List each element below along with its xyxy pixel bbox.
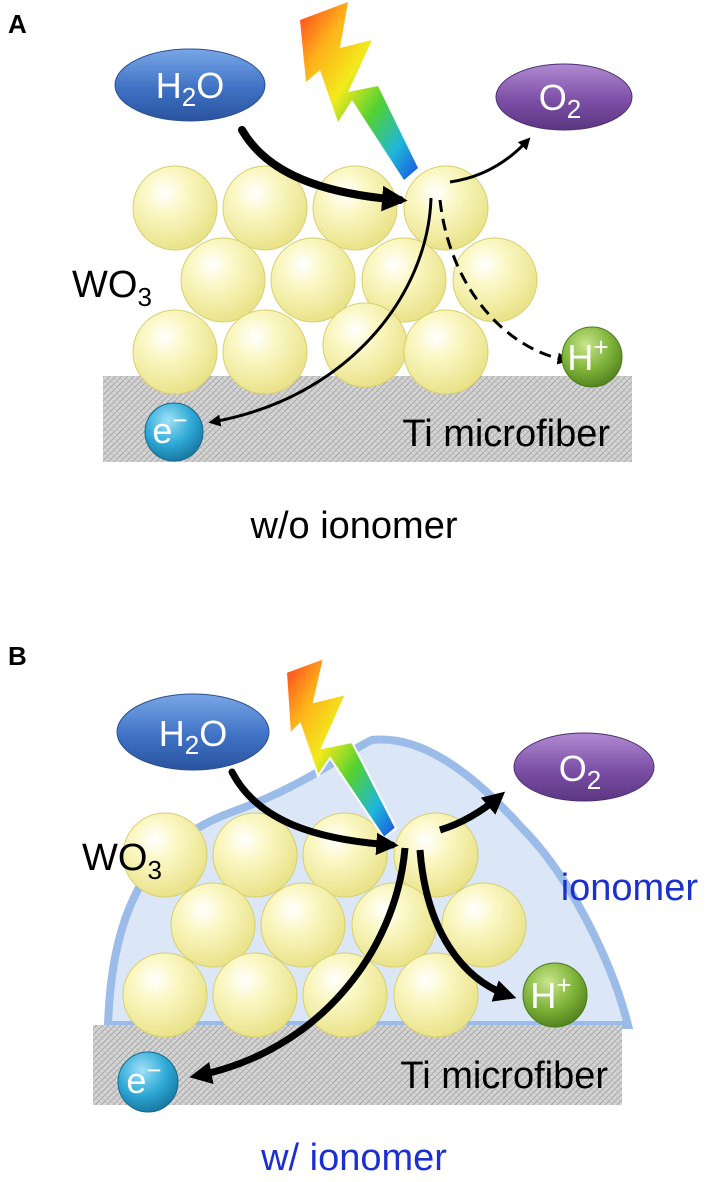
electron-ball: e−	[144, 402, 204, 462]
caption: w/o ionomer	[250, 505, 458, 547]
wo3-label: WO3	[72, 264, 152, 312]
proton-dashed-arrow	[438, 199, 570, 365]
wo3-particle	[132, 309, 218, 395]
wo3-particle	[132, 165, 218, 251]
wo3-particle	[312, 165, 398, 251]
h2o-label: H2O	[159, 713, 227, 760]
electron-arrow	[208, 197, 433, 427]
lightning-bolt-icon	[300, 2, 418, 180]
proton-ball: H+	[522, 962, 588, 1028]
h2o-label: H2O	[156, 65, 224, 112]
o2-molecule: O2	[495, 63, 633, 131]
wo3-particle	[393, 952, 479, 1038]
wo3-particle	[260, 882, 346, 968]
o2-molecule: O2	[513, 732, 655, 802]
wo3-particle	[270, 237, 356, 323]
wo3-particle	[222, 309, 308, 395]
ionomer-label: ionomer	[561, 867, 699, 909]
o2-out-arrow	[438, 791, 506, 834]
electron-arrow	[189, 847, 409, 1084]
wo3-label: WO3	[82, 837, 162, 885]
proton-ball: H+	[561, 326, 623, 388]
wo3-particle	[212, 812, 298, 898]
h2o-molecule: H2O	[116, 693, 270, 771]
wo3-particle	[222, 165, 308, 251]
wo3-particle	[441, 882, 527, 968]
panel-letter: A	[8, 9, 27, 39]
h2o-in-arrow	[238, 126, 408, 212]
wo3-particle	[212, 952, 298, 1038]
electron-ball: e−	[117, 1051, 179, 1113]
caption: w/ ionomer	[260, 1137, 447, 1179]
wo3-particle	[122, 812, 208, 898]
svg-text:e−: e−	[126, 1055, 161, 1101]
h2o-molecule: H2O	[114, 48, 266, 122]
ti-microfiber-substrate	[93, 1025, 622, 1105]
wo3-particles	[122, 812, 527, 1038]
wo3-particle	[403, 309, 489, 395]
panel-a: A H2O O2 WO3 H+ e−	[8, 2, 633, 547]
o2-label: O2	[559, 748, 601, 795]
wo3-particle	[361, 237, 447, 323]
proton-arrow	[416, 849, 517, 1002]
svg-text:H+: H+	[530, 970, 571, 1016]
wo3-particle	[302, 952, 388, 1038]
wo3-particles	[132, 165, 538, 395]
o2-out-arrow	[449, 137, 531, 184]
o2-label: O2	[539, 77, 581, 124]
substrate-label: Ti microfiber	[400, 1055, 608, 1097]
h2o-in-arrow	[228, 768, 399, 856]
svg-text:e−: e−	[152, 405, 187, 451]
wo3-particle	[122, 952, 208, 1038]
panel-letter: B	[8, 641, 27, 671]
svg-text:H+: H+	[567, 332, 608, 378]
substrate-label: Ti microfiber	[402, 413, 610, 455]
panel-b: B H2O O2 WO3 ionomer H+	[8, 641, 698, 1179]
lightning-bolt-icon	[284, 656, 398, 840]
wo3-particle	[180, 237, 266, 323]
wo3-particle	[302, 812, 388, 898]
wo3-particle	[170, 882, 256, 968]
wo3-particle	[403, 165, 489, 251]
